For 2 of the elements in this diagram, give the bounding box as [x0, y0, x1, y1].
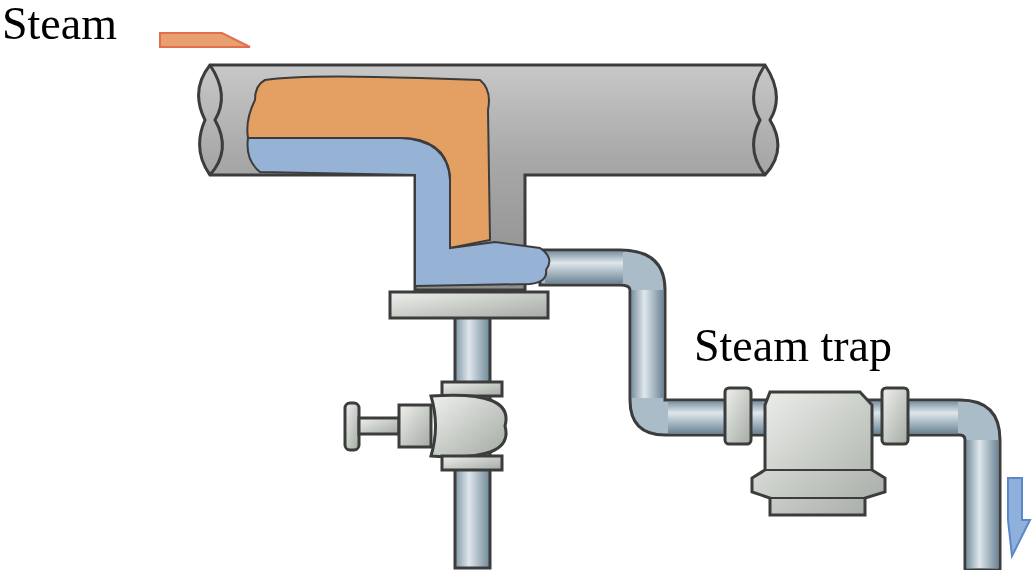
text-label: Steam [2, 0, 117, 51]
text-label: Steam trap [694, 319, 892, 373]
